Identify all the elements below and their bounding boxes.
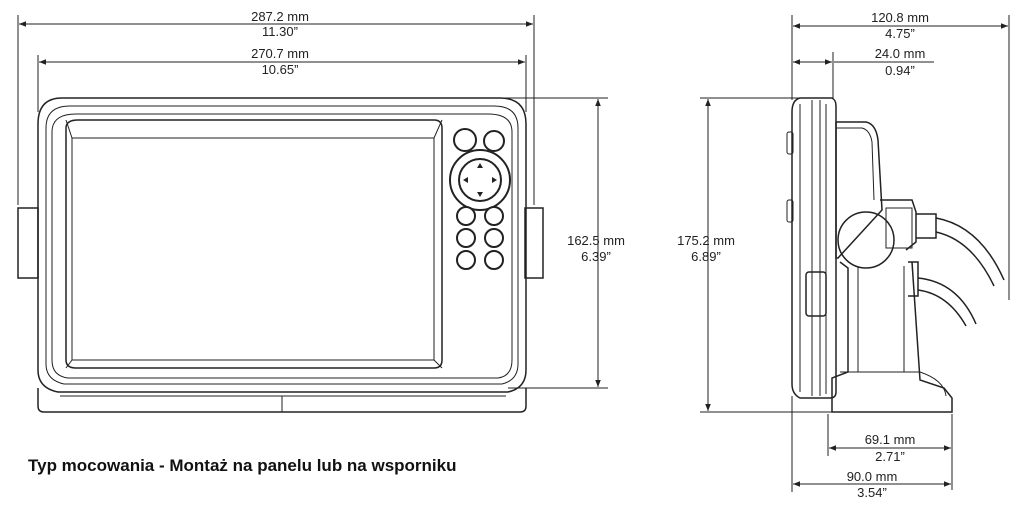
display-area	[71, 137, 435, 361]
dim-body-height-inch: 6.39”	[581, 249, 611, 264]
dim-overall-depth-mm: 120.8 mm	[871, 10, 929, 25]
dim-body-width: 270.7 mm 10.65”	[37, 46, 527, 112]
dim-overall-depth-inch: 4.75”	[885, 26, 915, 41]
dim-base-outer: 90.0 mm 3.54”	[791, 396, 951, 500]
connector-lower	[908, 261, 919, 297]
unit-housing-outer	[37, 97, 527, 393]
dim-overall-width: 287.2 mm 11.30”	[17, 9, 535, 205]
zoom-in-button[interactable]	[453, 128, 477, 152]
dim-overall-height: 175.2 mm 6.89”	[677, 97, 832, 413]
display-screen	[65, 119, 443, 369]
dim-overall-height-mm: 175.2 mm	[677, 233, 735, 248]
dim-bezel-depth-inch: 0.94”	[885, 63, 915, 78]
bracket-left-arm	[17, 207, 39, 279]
key-button-6[interactable]	[484, 250, 504, 270]
dim-body-height-mm: 162.5 mm	[567, 233, 625, 248]
side-card-slot	[805, 271, 827, 317]
dim-body-width-mm: 270.7 mm	[251, 46, 309, 61]
dpad-up-icon	[477, 163, 483, 168]
dpad-left-icon	[463, 177, 468, 183]
dim-base-inner-inch: 2.71”	[875, 449, 905, 464]
key-button-5[interactable]	[456, 250, 476, 270]
zoom-out-button[interactable]	[483, 130, 505, 152]
connector-upper	[916, 213, 937, 239]
side-rear-housing	[835, 121, 883, 259]
dim-overall-width-inch: 11.30”	[262, 24, 298, 39]
side-pedestal	[831, 261, 953, 413]
key-button-2[interactable]	[484, 206, 504, 226]
side-view: 120.8 mm 4.75” 24.0 mm 0.94” 175.2 mm 6.…	[677, 10, 1010, 500]
side-bezel	[791, 97, 837, 399]
dim-overall-depth: 120.8 mm 4.75”	[791, 10, 1010, 300]
key-button-1[interactable]	[456, 206, 476, 226]
mount-knob	[837, 211, 895, 269]
dim-body-height: 162.5 mm 6.39”	[500, 97, 625, 389]
dim-base-inner: 69.1 mm 2.71”	[827, 414, 953, 490]
dpad-down-icon	[477, 192, 483, 197]
dim-body-width-inch: 10.65”	[262, 62, 299, 77]
dim-bezel-depth: 24.0 mm 0.94”	[793, 46, 934, 98]
key-button-3[interactable]	[456, 228, 476, 248]
bracket-right-arm	[524, 207, 544, 279]
dim-overall-height-inch: 6.89”	[691, 249, 721, 264]
unit-bezel-inner	[45, 105, 519, 385]
dpad-control[interactable]	[458, 158, 502, 202]
dim-overall-width-mm: 287.2 mm	[251, 9, 309, 24]
front-view: 287.2 mm 11.30” 270.7 mm 10.65” 162.5 mm…	[17, 9, 625, 413]
key-button-4[interactable]	[484, 228, 504, 248]
dim-bezel-depth-mm: 24.0 mm	[875, 46, 926, 61]
dim-base-outer-inch: 3.54”	[857, 485, 887, 500]
dim-base-outer-mm: 90.0 mm	[847, 469, 898, 484]
dim-base-inner-mm: 69.1 mm	[865, 432, 916, 447]
dpad-right-icon	[492, 177, 497, 183]
mount-type-caption: Typ mocowania - Montaż na panelu lub na …	[28, 456, 457, 475]
